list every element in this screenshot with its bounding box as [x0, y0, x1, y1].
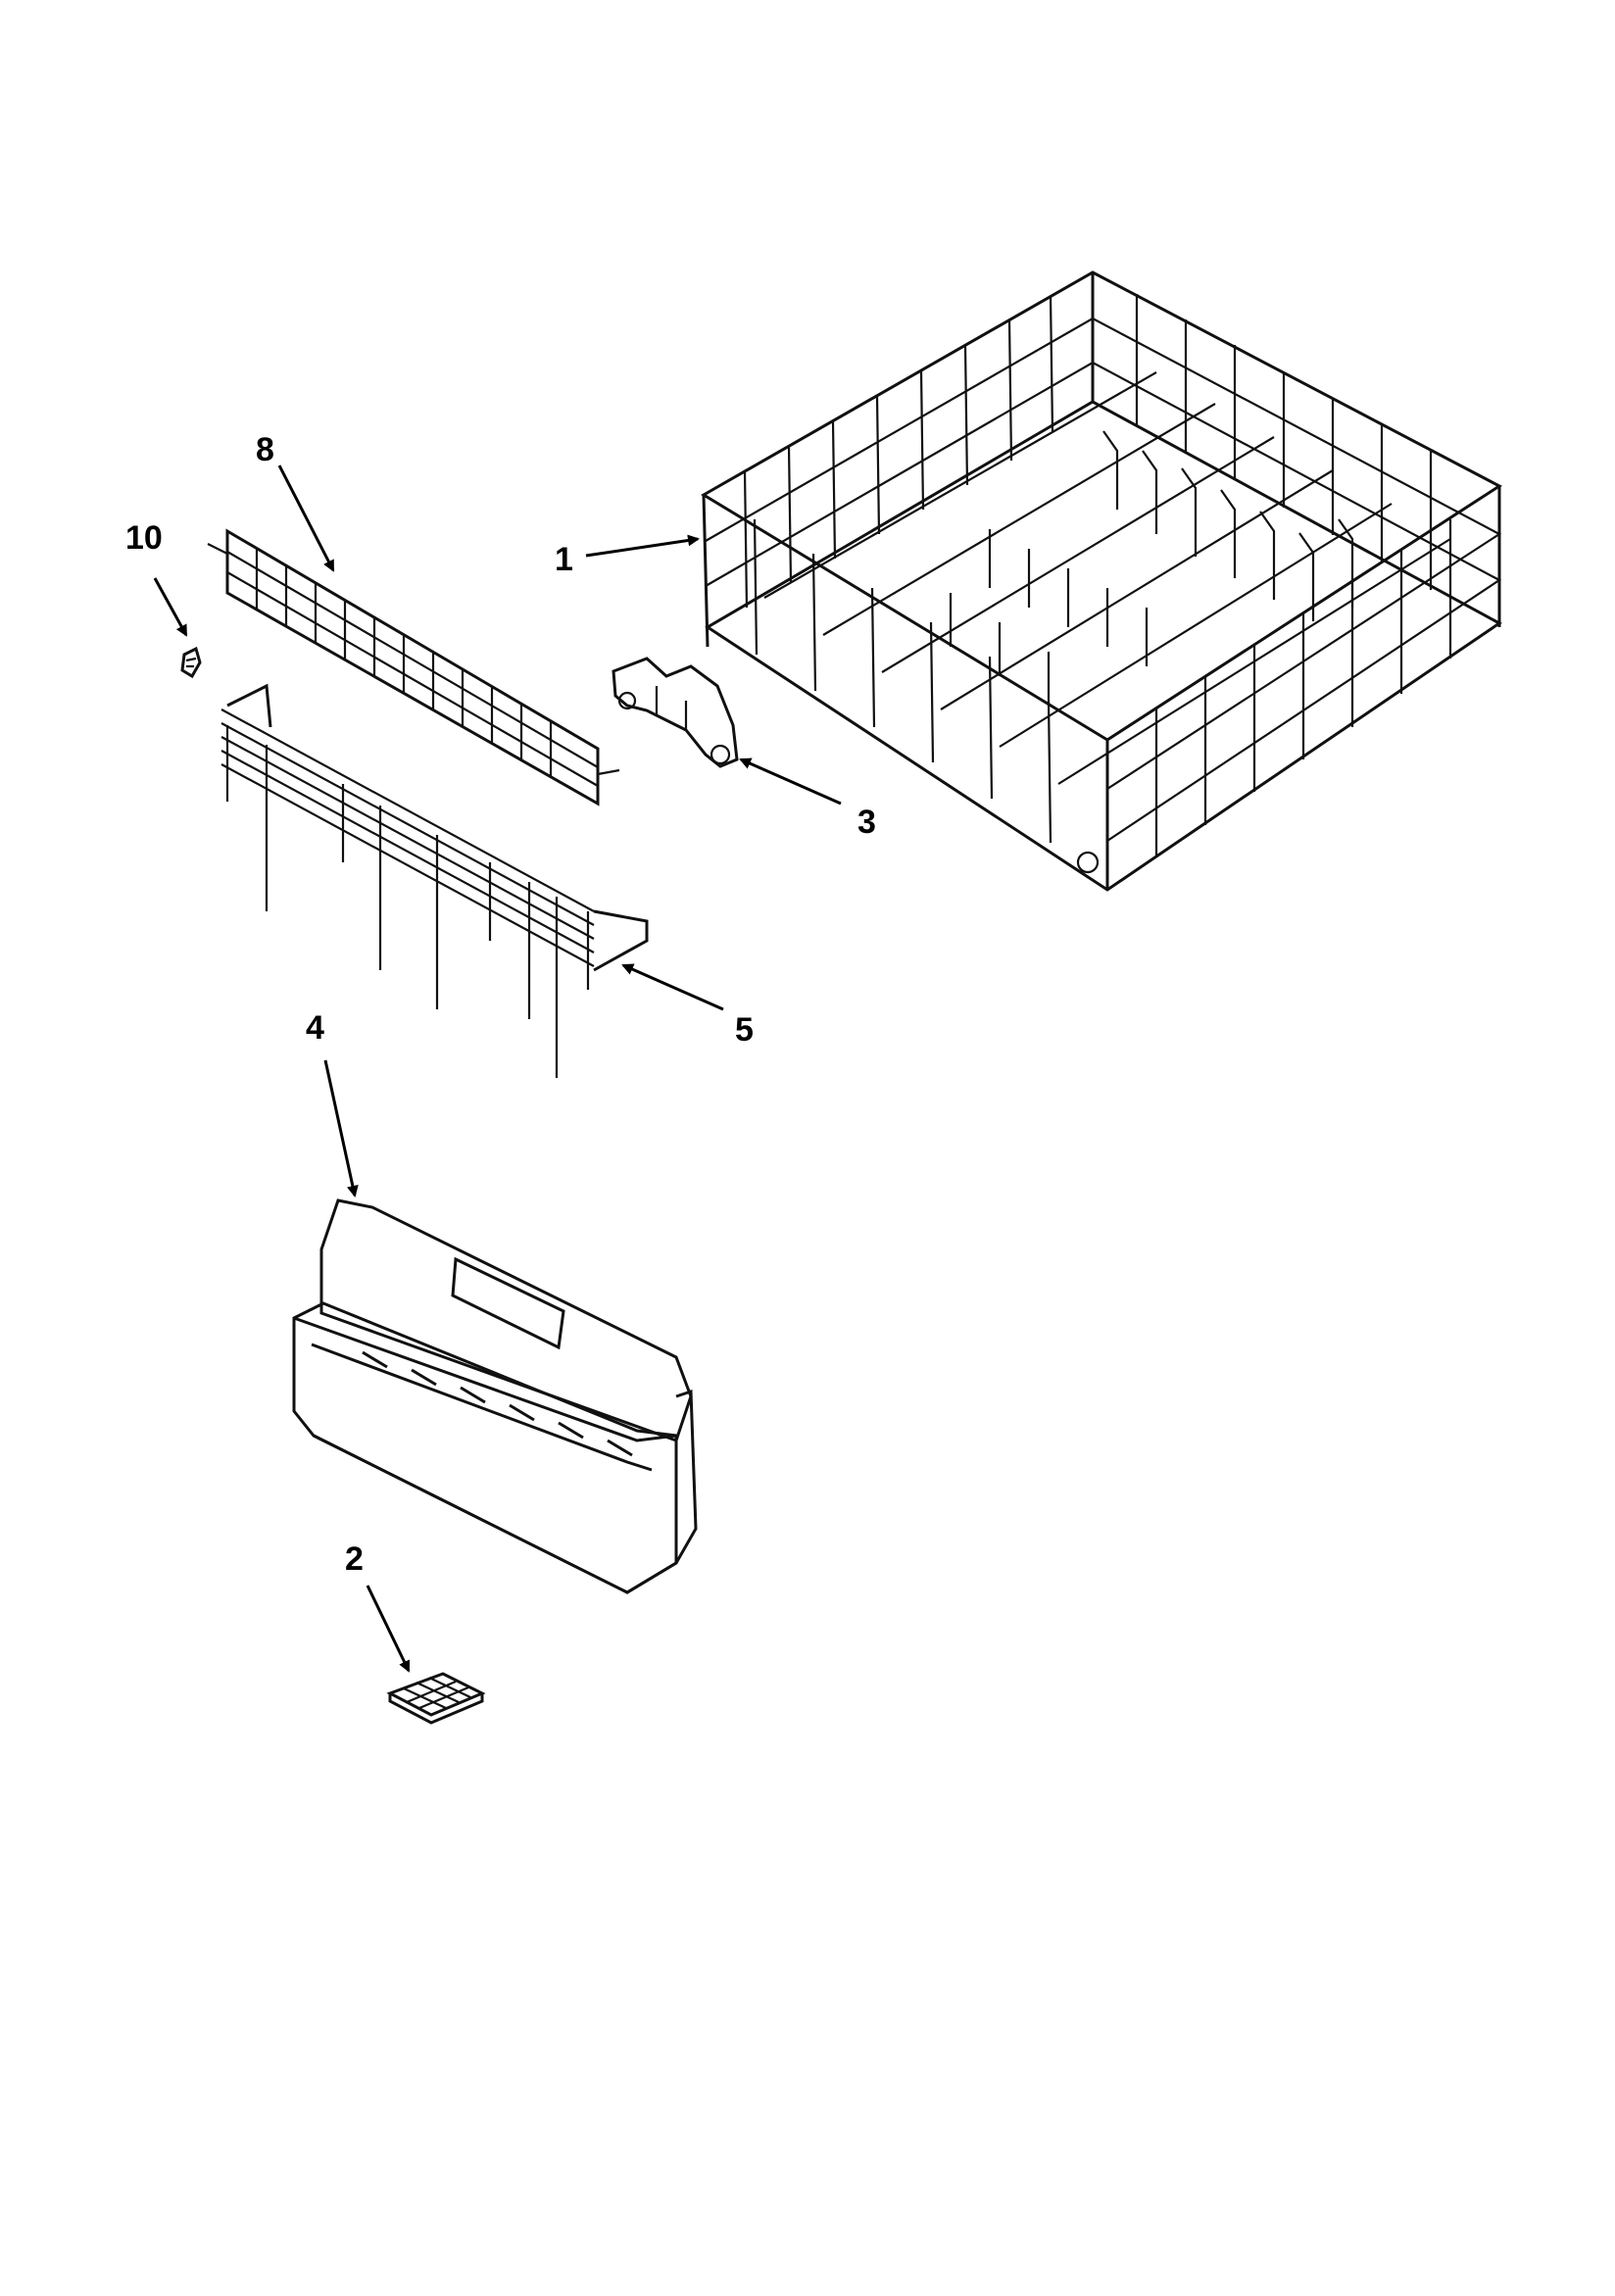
callout-5: 5	[735, 1011, 754, 1049]
basket-lid-icon	[386, 1672, 486, 1725]
wire-grid-shield-icon	[207, 528, 620, 806]
callout-4: 4	[306, 1009, 324, 1047]
arrow-8	[277, 464, 335, 572]
dishrack-icon	[701, 270, 1502, 892]
arrow-2	[366, 1585, 411, 1673]
callout-3: 3	[857, 804, 876, 841]
callout-10: 10	[125, 519, 163, 557]
arrow-1	[585, 534, 700, 558]
arrow-10	[153, 577, 188, 637]
callout-8: 8	[256, 431, 274, 468]
leader-arrows	[153, 464, 842, 1673]
roller-bracket-icon	[612, 657, 739, 768]
clip-icon	[180, 646, 202, 679]
callout-1: 1	[555, 541, 573, 578]
silverware-basket-icon	[292, 1198, 698, 1594]
arrow-4	[323, 1059, 359, 1197]
wire-tine-row-icon	[220, 683, 649, 1078]
arrow-5	[621, 963, 724, 1011]
arrow-3	[739, 757, 842, 806]
callout-2: 2	[345, 1540, 364, 1578]
